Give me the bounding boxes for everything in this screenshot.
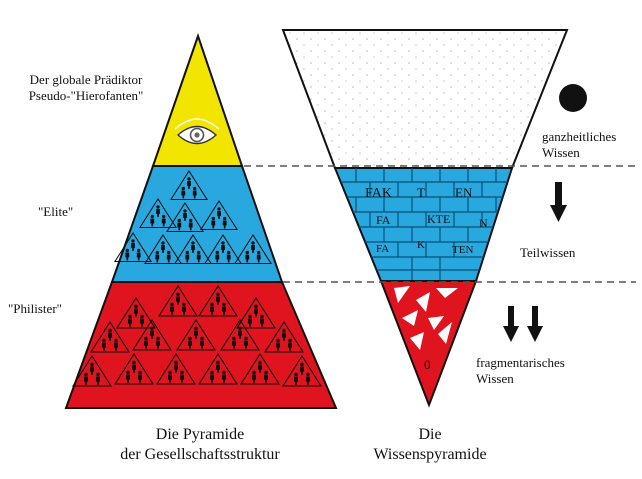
brick-word: TEN bbox=[452, 244, 473, 256]
brick-words: FAK T EN FA KTE N FA K TEN bbox=[365, 185, 488, 256]
bottom-tier-label: "Philister" bbox=[8, 301, 62, 316]
brick-word: FA bbox=[376, 213, 391, 227]
knowledge-bottom-tier bbox=[379, 280, 478, 408]
brick-word: T bbox=[417, 185, 425, 200]
knowledge-pyramid: FAK T EN FA KTE N FA K TEN 0 bbox=[281, 29, 569, 408]
fragment-symbol: 0 bbox=[424, 357, 431, 372]
level-label-holistic: ganzheitliches Wissen bbox=[542, 129, 616, 161]
level-label-partial: Teilwissen bbox=[520, 245, 576, 260]
caption-line2: Wissenspyramide bbox=[373, 446, 487, 463]
top-tier-label: Der globale Prädiktor Pseudo-"Hierofante… bbox=[16, 72, 156, 104]
knowledge-pyramid-caption: Die Wissenspyramide bbox=[370, 425, 490, 465]
brick-word: N bbox=[479, 216, 488, 230]
top-tier-label-line2: Pseudo-"Hierofanten" bbox=[28, 88, 144, 103]
level-label-line1: ganzheitliches bbox=[542, 129, 617, 144]
brick-word: FAK bbox=[365, 186, 392, 201]
knowledge-top-tier bbox=[281, 29, 569, 169]
black-circle-icon bbox=[559, 84, 587, 112]
double-arrow-down-icon bbox=[503, 306, 543, 342]
eye-icon bbox=[174, 118, 220, 145]
brick-word: K bbox=[417, 239, 425, 251]
level-label-fragmentary: fragmentarisches Wissen bbox=[476, 355, 565, 387]
caption-line2: der Gesellschaftsstruktur bbox=[120, 446, 280, 463]
brick-word: FA bbox=[376, 243, 389, 255]
level-label-line2: Wissen bbox=[542, 145, 580, 160]
brick-word: EN bbox=[455, 185, 473, 200]
caption-line1: Die Pyramide bbox=[155, 426, 245, 443]
fragment-shapes bbox=[394, 286, 458, 350]
middle-tier-label: "Elite" bbox=[38, 204, 74, 219]
top-tier-label-line1: Der globale Prädiktor bbox=[29, 72, 143, 87]
caption-line1: Die bbox=[418, 426, 442, 443]
brick-word: KTE bbox=[427, 212, 450, 226]
single-arrow-down-icon bbox=[550, 182, 567, 222]
society-pyramid bbox=[64, 32, 338, 409]
level-label-line1: fragmentarisches bbox=[476, 355, 565, 370]
pyramid-top-tier bbox=[151, 32, 244, 167]
level-label-line2: Wissen bbox=[476, 371, 514, 386]
society-pyramid-caption: Die Pyramide der Gesellschaftsstruktur bbox=[110, 425, 290, 465]
